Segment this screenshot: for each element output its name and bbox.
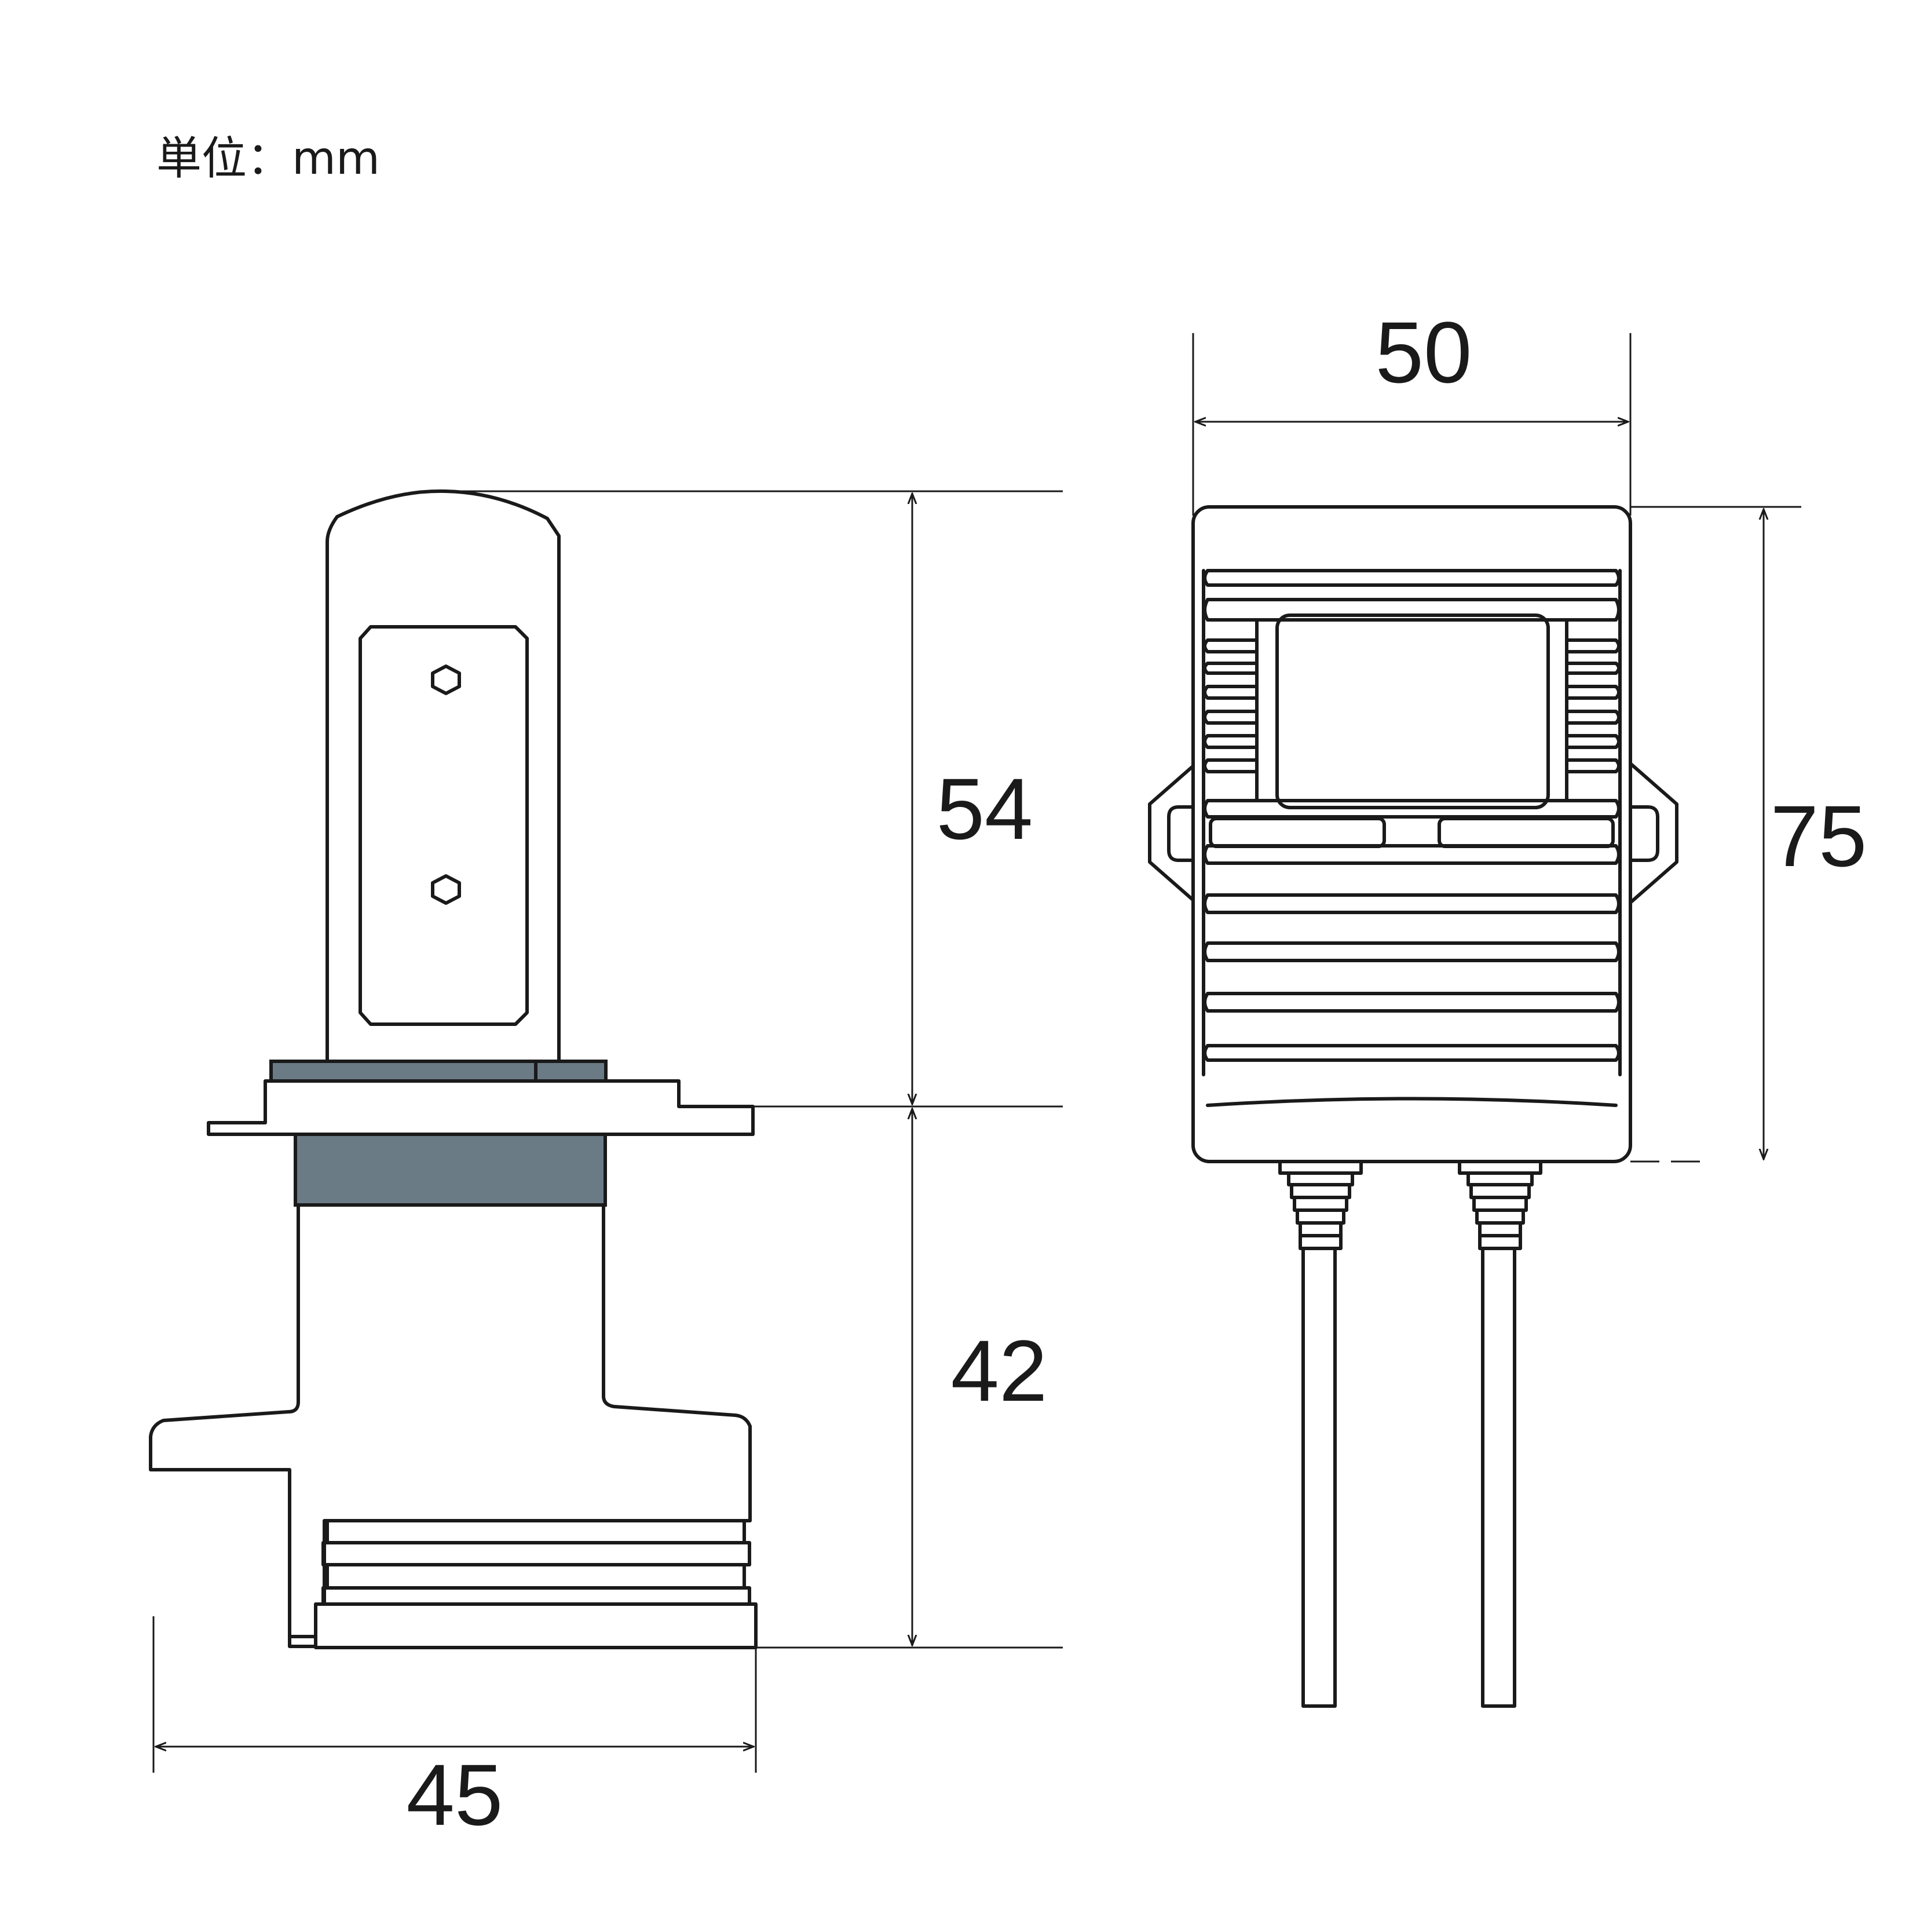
led-chip-panel — [359, 625, 529, 1026]
bulb-fin — [326, 489, 561, 1063]
dim-driver-height: 75 — [1771, 787, 1867, 885]
led-chip-lower-icon — [431, 874, 461, 905]
dim-driver-width: 50 — [1376, 304, 1472, 401]
driver-cable-right — [1458, 1160, 1542, 1708]
driver-ear-left — [1148, 762, 1198, 904]
base-ring-2 — [321, 1541, 751, 1566]
bulb-collar — [294, 1133, 607, 1207]
bulb-width-dimension — [152, 1616, 757, 1773]
led-chip-upper-icon — [431, 664, 461, 695]
bulb-height-dimension — [420, 490, 1063, 1649]
base-ring-4 — [321, 1586, 751, 1606]
dim-bulb-upper-height: 54 — [937, 760, 1033, 857]
driver-ear-left-slot — [1167, 805, 1198, 862]
base-plate — [314, 1602, 758, 1649]
bulb-top-strip — [269, 1060, 608, 1083]
driver-housing — [1191, 505, 1632, 1163]
driver-width-dimension — [1192, 333, 1632, 516]
mounting-flange — [207, 1079, 755, 1136]
driver-height-dimension — [1630, 506, 1801, 1163]
base-ring-1 — [326, 1519, 746, 1544]
driver-ear-right-slot — [1629, 805, 1659, 862]
driver-slot-right — [1438, 817, 1615, 848]
dim-bulb-lower-height: 42 — [951, 1322, 1048, 1419]
driver-slot-left — [1209, 817, 1386, 848]
unit-label: 単位：mm — [156, 133, 380, 185]
driver-fins — [1203, 569, 1621, 1062]
bulb-body — [149, 1203, 752, 1648]
driver-label-window — [1275, 613, 1550, 809]
driver-cable-left — [1278, 1160, 1363, 1708]
driver-unit — [1148, 505, 1678, 1708]
base-ring-3 — [326, 1563, 746, 1590]
driver-ear-right — [1629, 762, 1678, 904]
led-bulb — [149, 489, 758, 1649]
dim-bulb-width: 45 — [407, 1746, 503, 1843]
